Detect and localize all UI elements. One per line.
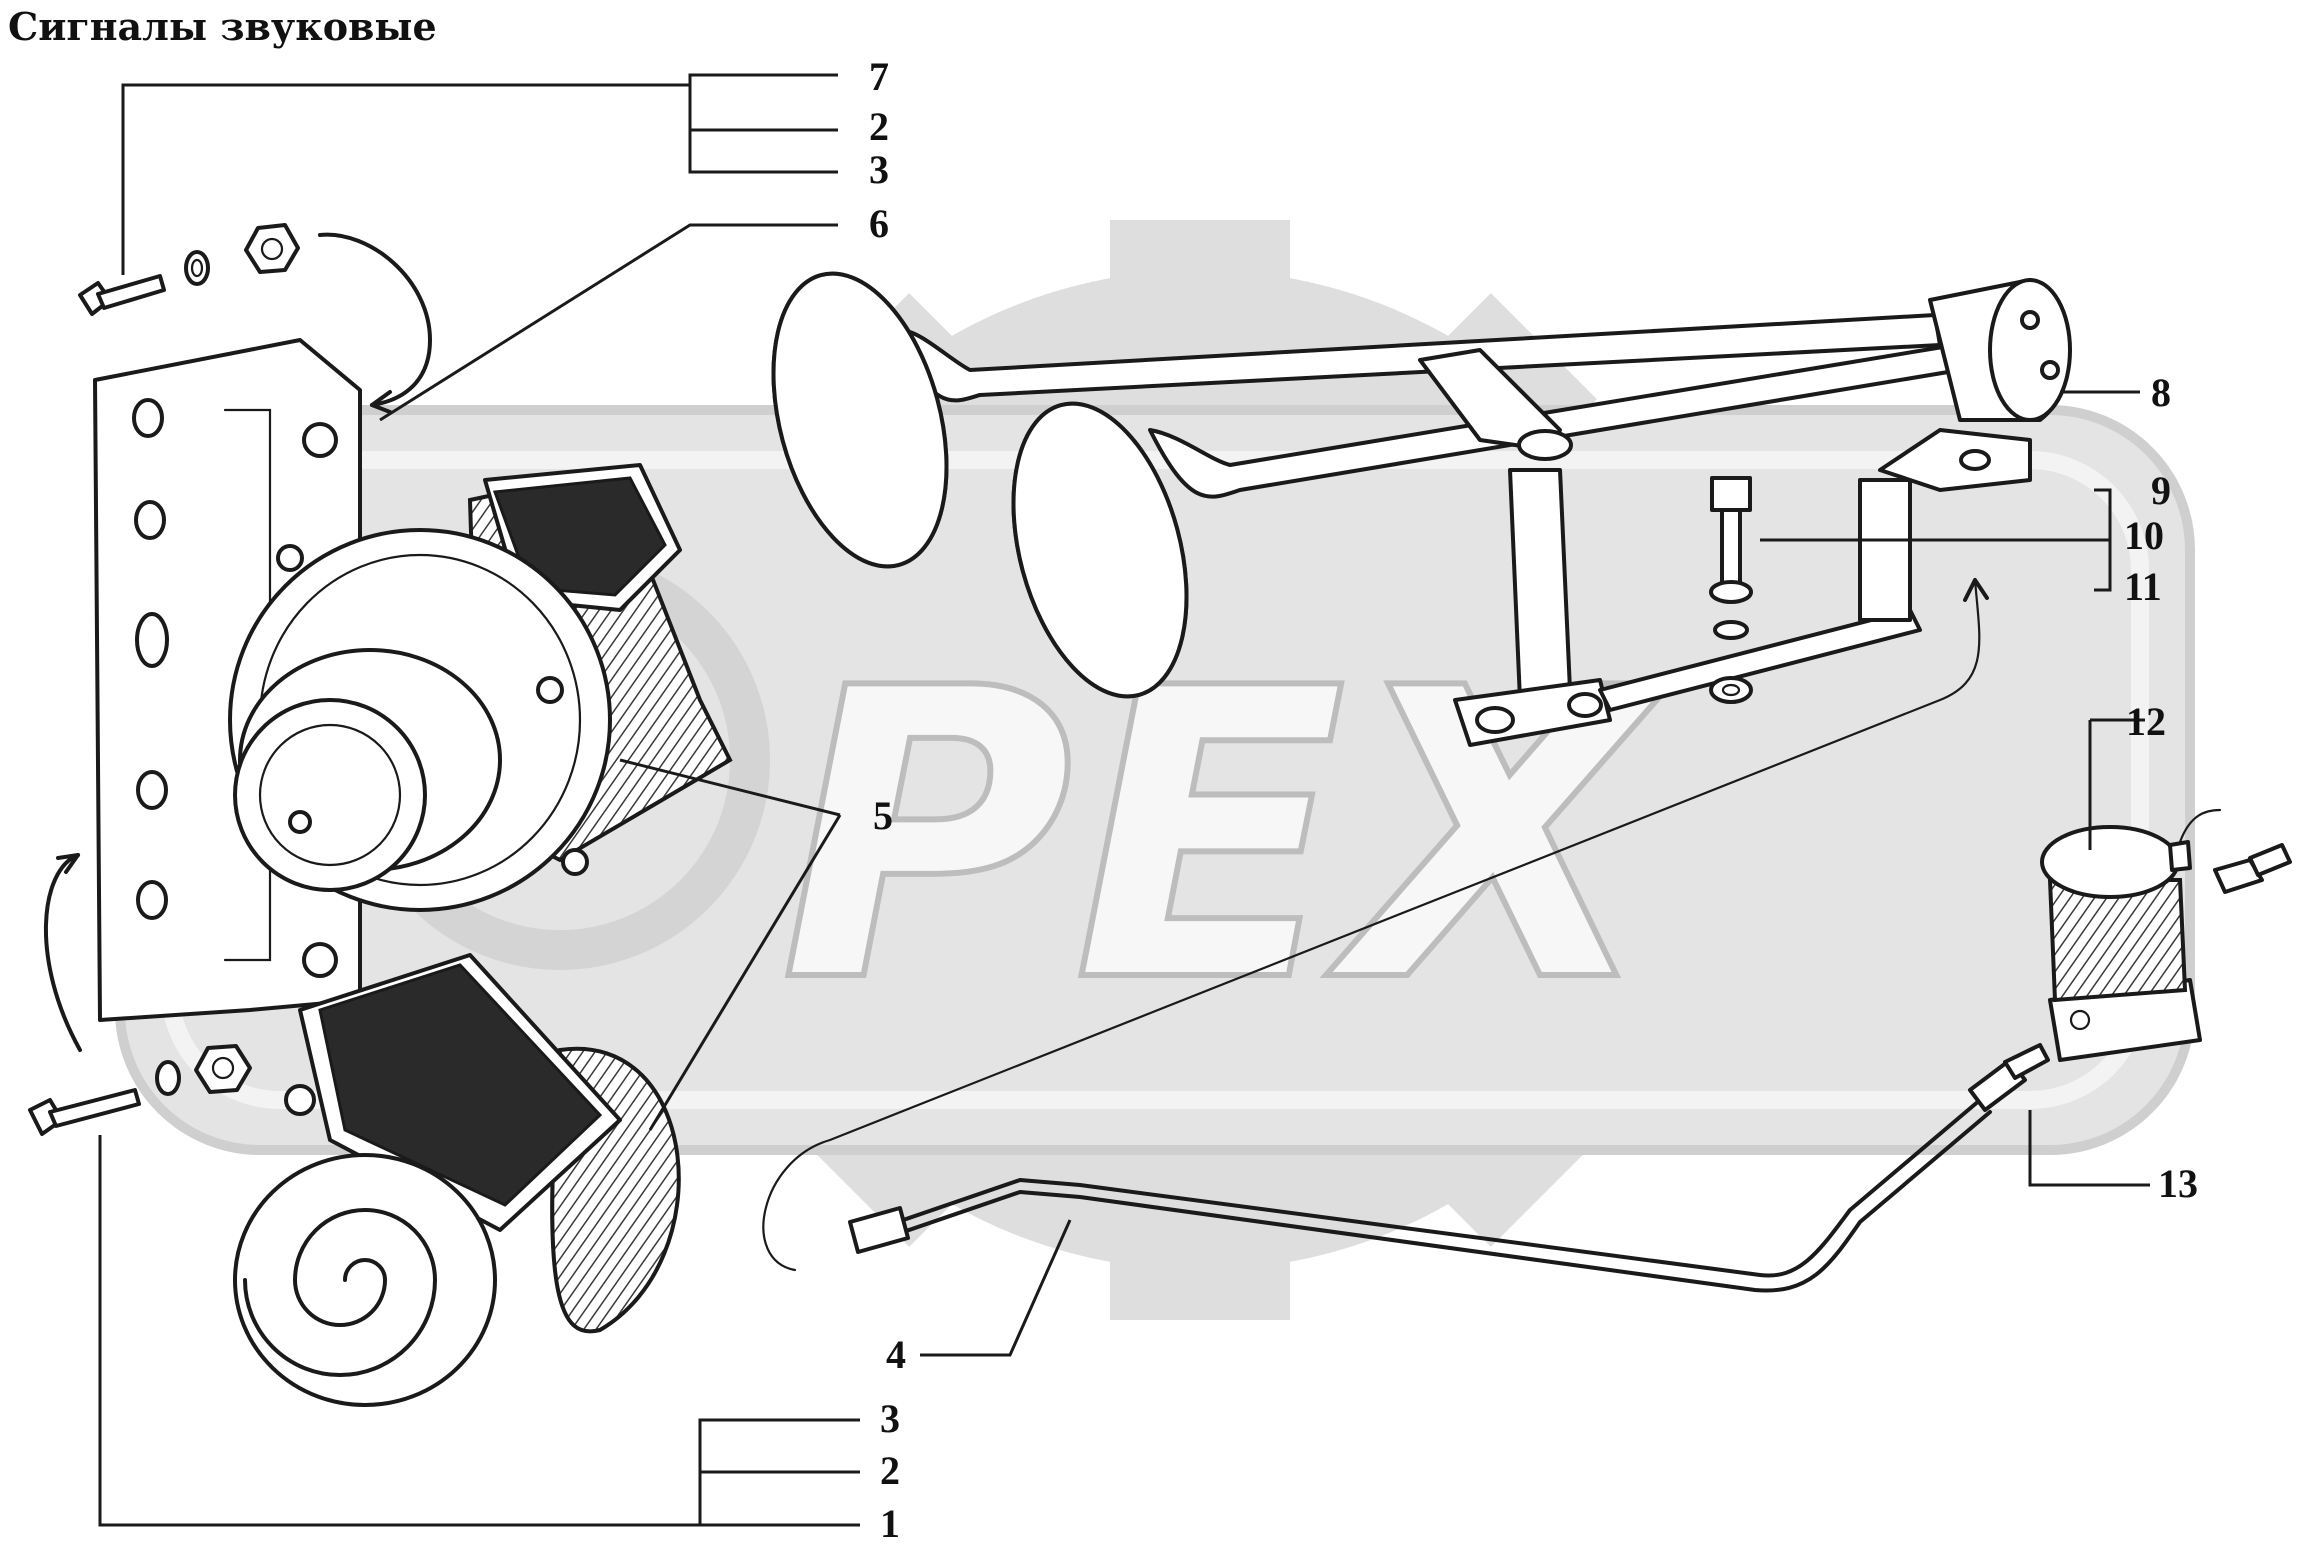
callout-numbers: 7 2 3 6 8 9 10 11 12 5 13 4 3 2 1 [869, 54, 2198, 1546]
callout-3-bottom: 3 [880, 1396, 900, 1441]
pneumatic-horn-trumpets [771, 271, 2072, 699]
callout-3-top: 3 [869, 147, 889, 192]
horn-support-bracket [1453, 428, 2032, 747]
callout-6: 6 [869, 201, 889, 246]
page-title: Сигналы звуковые [8, 4, 437, 49]
electric-horn-upper [228, 463, 733, 912]
callout-9: 9 [2151, 468, 2171, 513]
routing-arrows [762, 578, 1989, 1272]
callout-1: 1 [880, 1501, 900, 1546]
callout-2-bottom: 2 [880, 1448, 900, 1493]
callout-10: 10 [2124, 513, 2164, 558]
callout-5: 5 [873, 793, 893, 838]
callout-7: 7 [869, 54, 889, 99]
bracket-bolt-upper [78, 223, 432, 414]
electric-horn-lower [233, 953, 681, 1407]
mounting-bolt-set [1709, 476, 1753, 704]
callout-11: 11 [2124, 564, 2162, 609]
callout-13: 13 [2158, 1161, 2198, 1206]
callout-4: 4 [886, 1332, 906, 1377]
bracket-bolt-lower [28, 853, 252, 1136]
air-tube [848, 1043, 2050, 1293]
callout-2-top: 2 [869, 104, 889, 149]
leader-lines [98, 73, 2150, 1527]
callout-12: 12 [2126, 699, 2166, 744]
callout-8: 8 [2151, 370, 2171, 415]
air-valve [2040, 808, 2292, 1062]
